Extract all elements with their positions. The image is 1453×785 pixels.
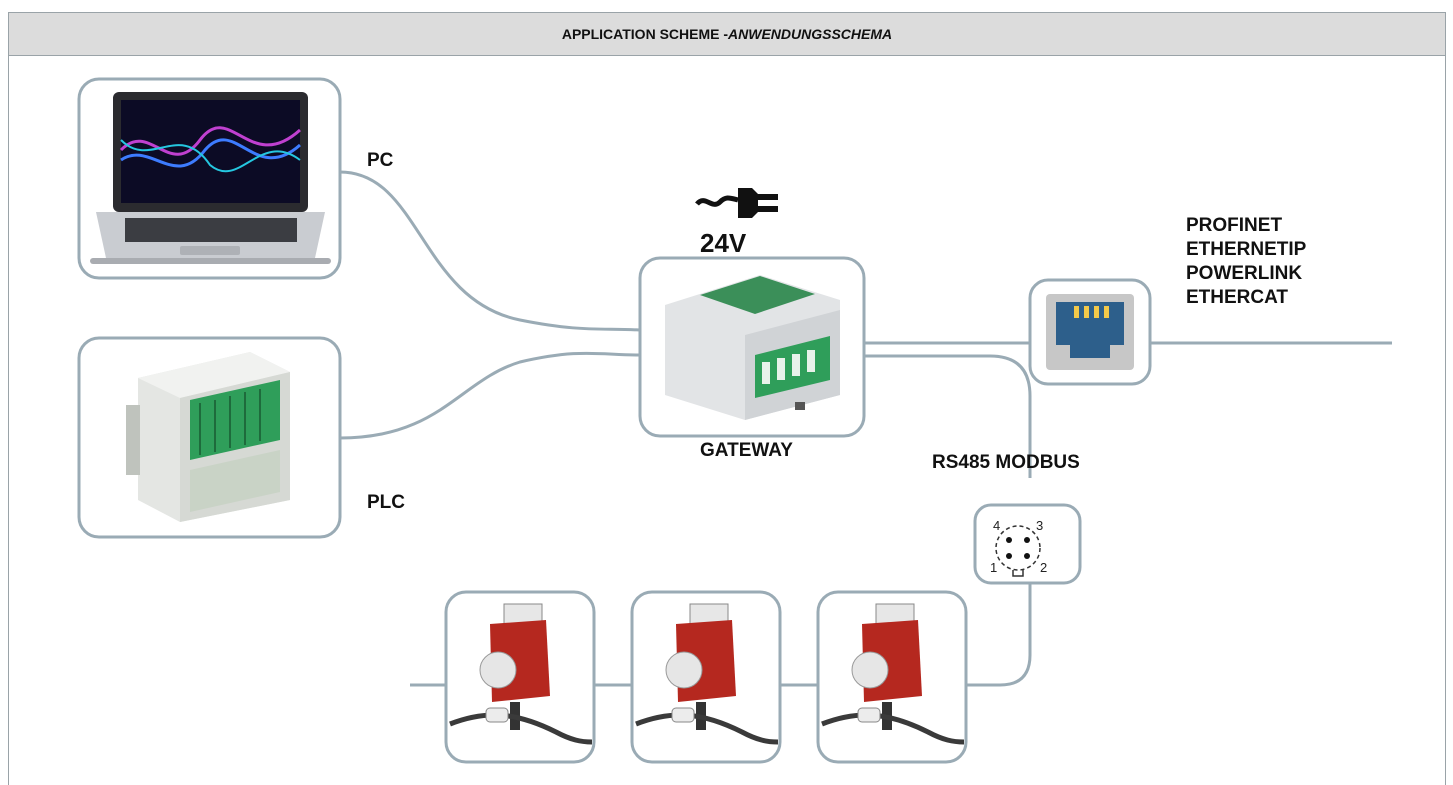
pin-2-label: 2 [1040, 560, 1047, 575]
rj45-ethernet-icon [1028, 278, 1152, 386]
pin-1-label: 1 [990, 560, 997, 575]
power-plug-icon [695, 188, 778, 218]
pin-3-label: 3 [1036, 518, 1043, 533]
power-voltage-label: 24V [700, 228, 747, 258]
m12-connector-icon: 4 3 1 2 [973, 503, 1082, 585]
protocol-powerlink: POWERLINK [1186, 263, 1303, 284]
sensor-node-1 [444, 590, 596, 764]
gateway-node [638, 256, 866, 438]
pc-gateway-line [339, 170, 641, 332]
gateway-rs485-line [864, 354, 1032, 478]
connection-lines [339, 170, 1392, 687]
sensor-node-3 [816, 590, 968, 764]
protocol-profinet: PROFINET [1186, 215, 1283, 236]
pc-laptop-node [77, 77, 342, 280]
sensor-node-2 [630, 590, 782, 764]
rs485-modbus-label: RS485 MODBUS [932, 452, 1080, 473]
protocol-ethercat: ETHERCAT [1186, 287, 1289, 308]
protocol-list: PROFINET ETHERNETIP POWERLINK ETHERCAT [1186, 214, 1306, 310]
title-main: APPLICATION SCHEME - [561, 26, 729, 42]
pin-4-label: 4 [993, 518, 1000, 533]
gateway-label: GATEWAY [700, 440, 793, 461]
page-title: APPLICATION SCHEME - ANWENDUNGSSCHEMA [8, 12, 1446, 56]
connector-sensor-line [964, 582, 1032, 687]
plc-label: PLC [367, 492, 405, 513]
title-italic: ANWENDUNGSSCHEMA [728, 26, 893, 42]
pc-label: PC [367, 150, 394, 171]
protocol-ethernetip: ETHERNETIP [1186, 239, 1307, 260]
plc-node [77, 336, 342, 539]
plc-gateway-line [339, 351, 641, 440]
